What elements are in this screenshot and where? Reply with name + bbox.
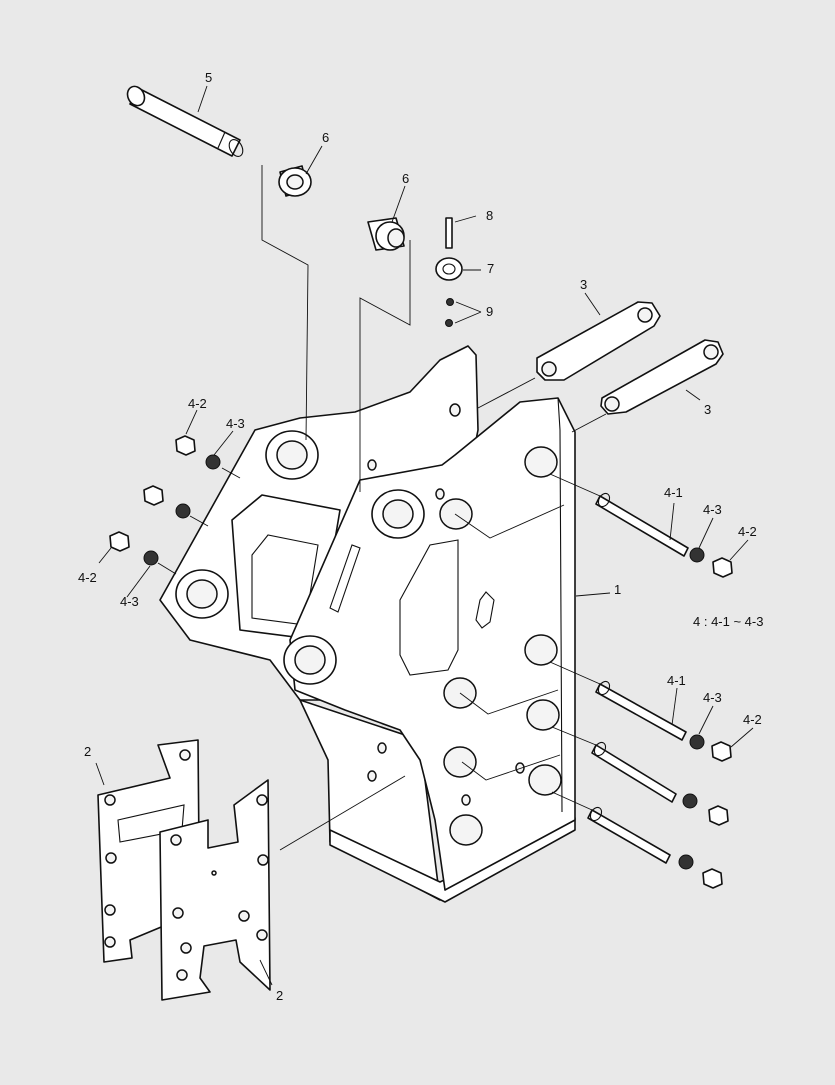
callout-4-3b: 4-3 [120,594,139,609]
lock-washer [689,547,705,563]
bracket-front-edge [557,397,563,813]
callout-9: 9 [486,304,493,319]
hex-nut [109,531,130,552]
bolt-1 [595,492,689,557]
bushing-left [278,165,312,197]
lock-washer [678,854,694,870]
callout-4-1b: 4-1 [667,673,686,688]
callout-4-3d: 4-3 [703,690,722,705]
small-hole-b [435,488,445,500]
bolt-4 [587,806,671,864]
bolt-3 [591,741,677,803]
pivot-pin [126,85,244,157]
callout-8: 8 [486,208,493,223]
small-hole-g [515,762,525,774]
callout-4-3a: 4-3 [226,416,245,431]
side-hole-1 [524,446,558,478]
main-bracket-body [159,345,576,903]
callout-4-2b: 4-2 [78,570,97,585]
grease-nipple [445,217,453,249]
side-hole-7 [528,764,562,796]
spacer-plate-front [159,779,271,1001]
pivot-bore-upper-front [382,499,414,529]
assembly-note: 4 : 4-1 ~ 4-3 [693,614,763,629]
callout-4-2a: 4-2 [188,396,207,411]
lock-washer [205,454,221,470]
side-hole-6 [443,746,477,778]
callout-labels: 5 6 6 8 7 9 3 3 1 2 2 4-2 4-3 4-2 4-3 4-… [78,70,763,1003]
lock-washer [175,503,191,519]
bracket-front-cutout [399,539,459,676]
bolt-2 [595,680,687,741]
callout-6a: 6 [322,130,329,145]
callout-4-2d: 4-2 [743,712,762,727]
small-hole-a [449,403,461,417]
hex-nut [711,741,732,762]
pivot-bore-lower-front [294,645,326,675]
callout-3a: 3 [580,277,587,292]
hex-nut [702,868,723,889]
small-hole-e [367,770,377,782]
callout-7: 7 [487,261,494,276]
small-washers [445,298,454,327]
hex-nut [712,557,733,578]
bracket-cross-window [251,534,319,626]
side-hole-3 [524,634,558,666]
callout-4-1a: 4-1 [664,485,683,500]
callout-5: 5 [205,70,212,85]
callout-2b: 2 [276,988,283,1003]
small-hole-f [461,794,471,806]
assembly-guide-lines [157,165,607,851]
side-hole-2 [439,498,473,530]
callout-leaders [95,85,754,986]
callout-1: 1 [614,582,621,597]
hex-nut [143,485,164,506]
link-bar-lower [600,339,724,415]
callout-4-3c: 4-3 [703,502,722,517]
callout-3b: 3 [704,402,711,417]
bearing-cap [435,257,463,281]
callout-2a: 2 [84,744,91,759]
bracket-side-plate-front [289,397,576,891]
side-hole-5 [526,699,560,731]
pivot-bore-upper-rear [276,440,308,470]
callout-4-2c: 4-2 [738,524,757,539]
small-hole-d [377,742,387,754]
link-bar-upper [536,301,661,381]
hex-nut [708,805,729,826]
small-hole-c [367,459,377,471]
bracket-slot-rear [329,544,361,613]
bracket-slot-front [475,591,495,629]
side-hole-8 [449,814,483,846]
hex-nut [175,435,196,456]
callout-6b: 6 [402,171,409,186]
lock-washer [689,734,705,750]
nuts-and-washers [109,435,733,889]
lock-washer [682,793,698,809]
lock-washer [143,550,159,566]
pivot-bore-lower-rear [186,579,218,609]
bushing-right [367,217,405,251]
